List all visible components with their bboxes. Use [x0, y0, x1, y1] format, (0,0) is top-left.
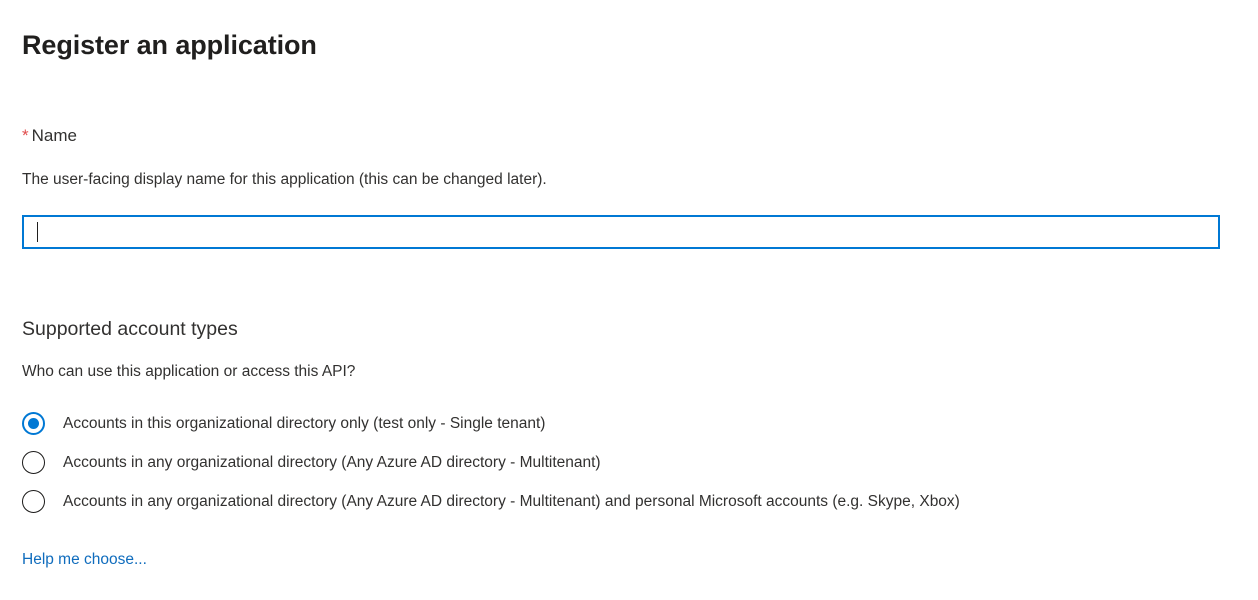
- radio-option-multitenant-and-personal[interactable]: Accounts in any organizational directory…: [22, 482, 1222, 521]
- page-title: Register an application: [22, 30, 317, 61]
- radio-button-icon[interactable]: [22, 412, 45, 435]
- name-input-container[interactable]: [22, 215, 1220, 249]
- name-field-description: The user-facing display name for this ap…: [22, 171, 547, 188]
- name-field-label: *Name: [22, 124, 77, 148]
- radio-option-label: Accounts in any organizational directory…: [63, 492, 960, 510]
- text-cursor: [37, 222, 38, 242]
- help-me-choose-link[interactable]: Help me choose...: [22, 551, 147, 568]
- supported-account-types-heading: Supported account types: [22, 318, 238, 340]
- radio-option-multitenant[interactable]: Accounts in any organizational directory…: [22, 443, 1222, 482]
- supported-account-types-description: Who can use this application or access t…: [22, 363, 356, 380]
- radio-option-label: Accounts in any organizational directory…: [63, 453, 601, 471]
- supported-account-types-radio-group: Accounts in this organizational director…: [22, 404, 1222, 521]
- radio-button-icon[interactable]: [22, 490, 45, 513]
- radio-option-label: Accounts in this organizational director…: [63, 414, 546, 432]
- radio-button-icon[interactable]: [22, 451, 45, 474]
- name-input[interactable]: [24, 217, 1218, 247]
- required-asterisk: *: [22, 126, 29, 145]
- name-label-text: Name: [31, 126, 77, 145]
- radio-option-single-tenant[interactable]: Accounts in this organizational director…: [22, 404, 1222, 443]
